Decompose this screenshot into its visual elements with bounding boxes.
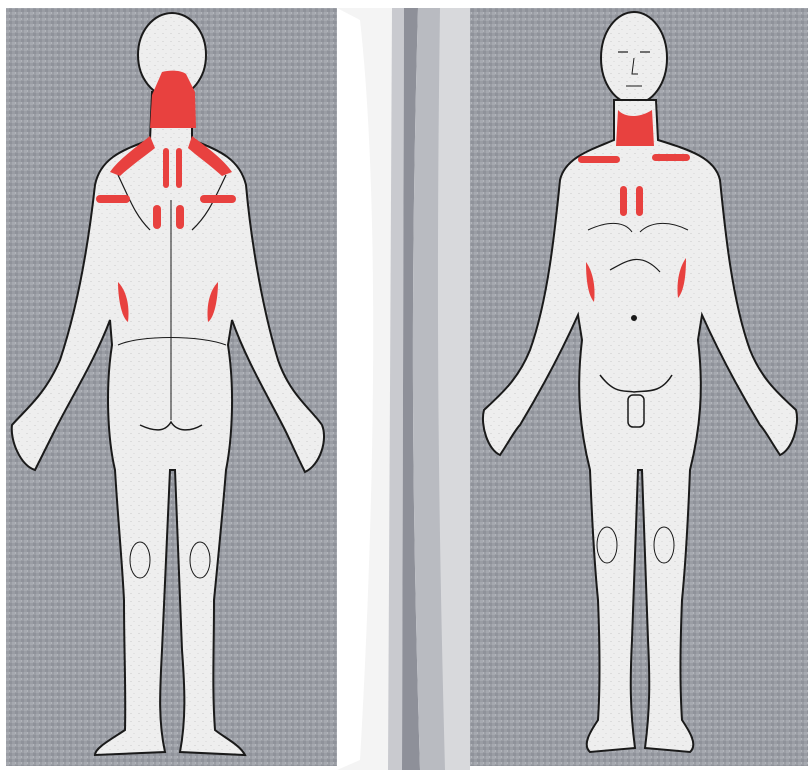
page-fold (337, 8, 470, 770)
highlight-scapula-lower-right (176, 205, 184, 229)
highlight-scapula-lower-left (153, 205, 161, 229)
highlight-shoulder-left (96, 195, 130, 203)
highlight-sternum-left (620, 186, 627, 216)
highlight-rhomboid-left (163, 148, 169, 188)
highlight-shoulder-right (200, 195, 236, 203)
highlight-rhomboid-right (176, 148, 182, 188)
highlight-sternum-right (636, 186, 643, 216)
highlight-clavicle-right (652, 154, 690, 161)
highlight-clavicle-left (578, 156, 620, 163)
